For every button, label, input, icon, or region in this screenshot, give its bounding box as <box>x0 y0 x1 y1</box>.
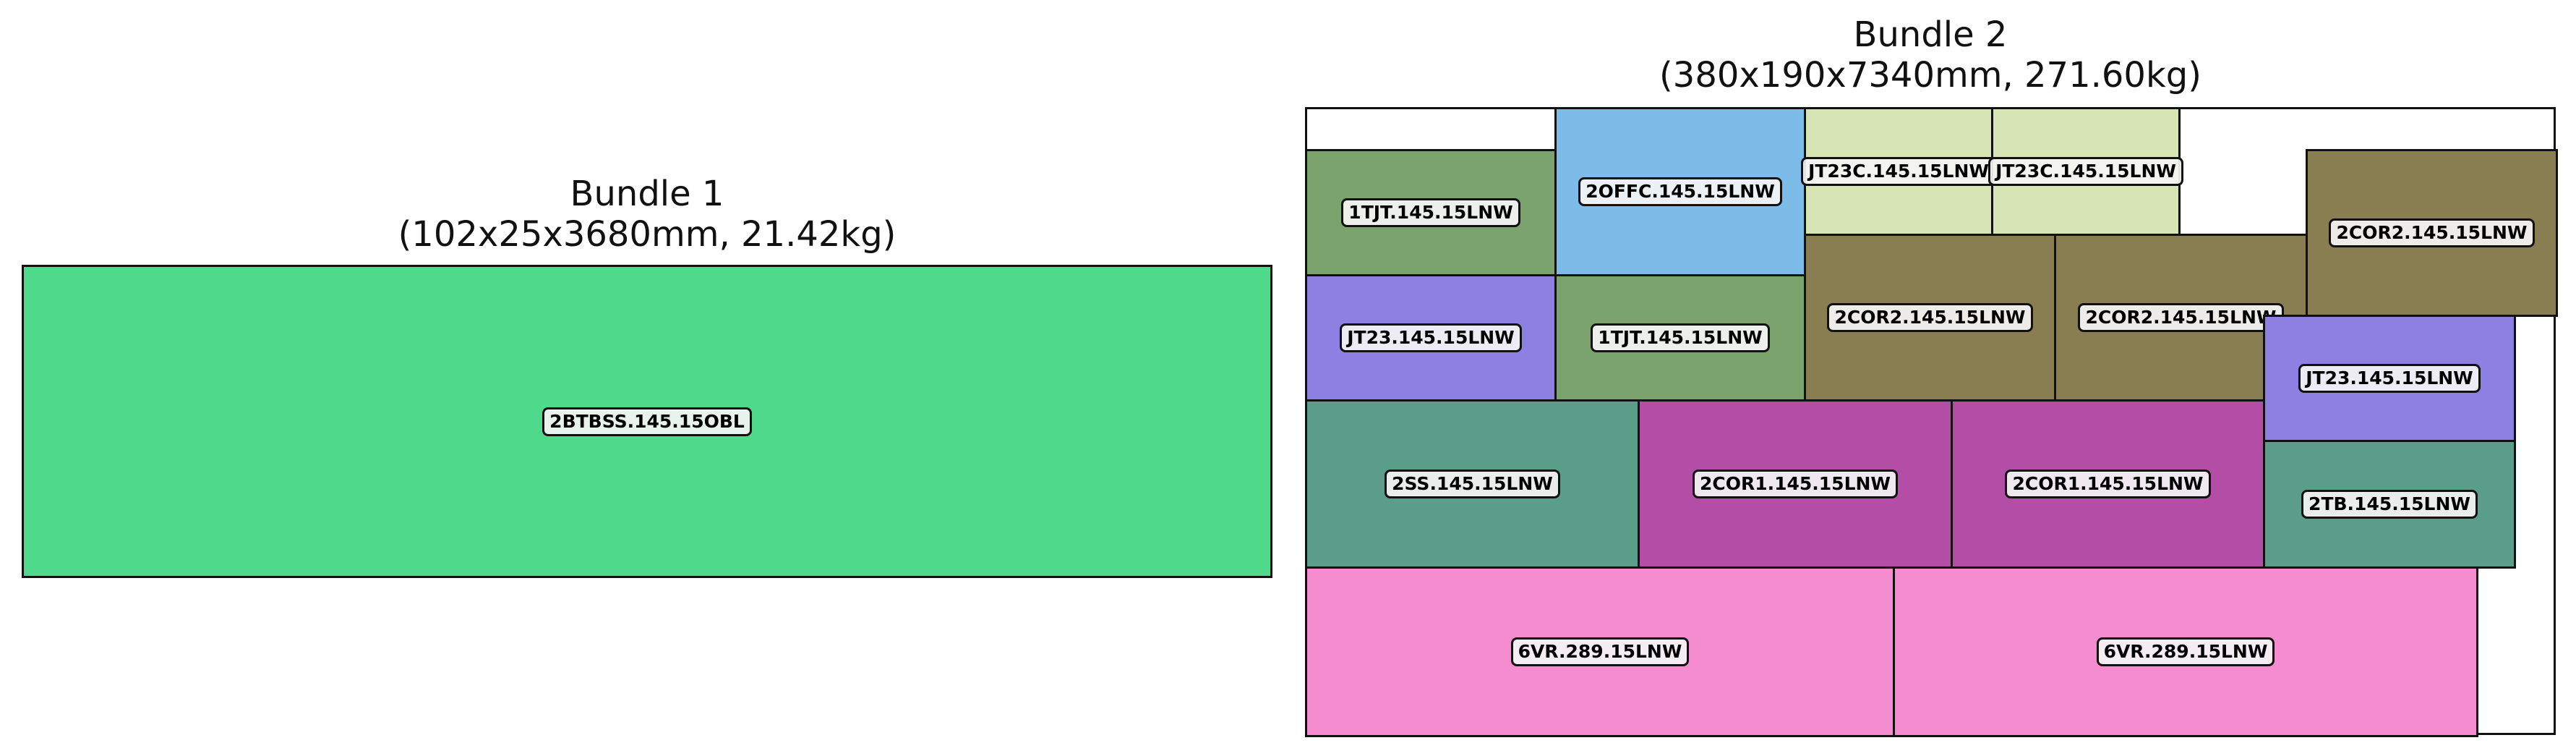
piece[interactable]: 1TJT.145.15LNW <box>1305 149 1557 276</box>
piece[interactable]: 6VR.289.15LNW <box>1893 566 2478 737</box>
piece-label: 6VR.289.15LNW <box>1510 637 1690 666</box>
piece-label: 6VR.289.15LNW <box>2096 637 2275 666</box>
bundle-1-name: Bundle 1 <box>570 174 724 214</box>
piece-label: 2COR2.145.15LNW <box>1827 303 2033 332</box>
piece[interactable]: 2COR2.145.15LNW <box>1804 234 2056 402</box>
piece-label: 2BTBSS.145.15OBL <box>542 407 752 436</box>
bundle-1-title: Bundle 1 (102x25x3680mm, 21.42kg) <box>22 174 1272 255</box>
piece-label: 2COR2.145.15LNW <box>2078 303 2284 332</box>
bundle-2-name: Bundle 2 <box>1853 14 2008 55</box>
bundle-2-box: 1TJT.145.15LNW 2OFFC.145.15LNW JT23C.145… <box>1305 107 2558 737</box>
piece[interactable]: JT23.145.15LNW <box>1305 274 1557 402</box>
bundle-1-box: 2BTBSS.145.15OBL <box>22 265 1272 578</box>
piece-label: JT23.145.15LNW <box>2298 364 2481 393</box>
piece-label: JT23.145.15LNW <box>1340 323 1522 352</box>
piece[interactable]: JT23.145.15LNW <box>2263 315 2516 442</box>
piece[interactable]: 2COR1.145.15LNW <box>1638 399 1953 569</box>
bundle-2-title: Bundle 2 (380x190x7340mm, 271.60kg) <box>1305 14 2556 95</box>
piece-label: 1TJT.145.15LNW <box>1341 198 1520 227</box>
piece-label: 1TJT.145.15LNW <box>1591 323 1770 352</box>
piece-label: 2TB.145.15LNW <box>2301 490 2478 519</box>
piece[interactable]: JT23C.145.15LNW <box>1801 107 1996 236</box>
piece-label: 2COR1.145.15LNW <box>2005 470 2211 498</box>
piece[interactable]: 2COR2.145.15LNW <box>2306 149 2558 317</box>
piece[interactable]: 2SS.145.15LNW <box>1305 399 1640 569</box>
piece[interactable]: 1TJT.145.15LNW <box>1554 274 1806 402</box>
piece[interactable]: JT23C.145.15LNW <box>1988 107 2183 236</box>
piece-label: JT23C.145.15LNW <box>1801 157 1996 186</box>
bundle-1-dimensions: (102x25x3680mm, 21.42kg) <box>398 214 897 255</box>
piece-label: 2SS.145.15LNW <box>1385 470 1560 498</box>
bundle-2-dimensions: (380x190x7340mm, 271.60kg) <box>1659 55 2201 95</box>
piece[interactable]: 2BTBSS.145.15OBL <box>22 265 1272 578</box>
piece[interactable]: 2TB.145.15LNW <box>2263 440 2516 569</box>
piece-label: 2COR1.145.15LNW <box>1692 470 1899 498</box>
piece[interactable]: 2OFFC.145.15LNW <box>1554 107 1806 276</box>
piece-label: 2OFFC.145.15LNW <box>1578 177 1782 206</box>
piece-label: 2COR2.145.15LNW <box>2329 218 2535 247</box>
piece[interactable]: 6VR.289.15LNW <box>1305 566 1895 737</box>
piece[interactable]: 2COR1.145.15LNW <box>1951 399 2265 569</box>
piece-label: JT23C.145.15LNW <box>1988 157 2183 186</box>
